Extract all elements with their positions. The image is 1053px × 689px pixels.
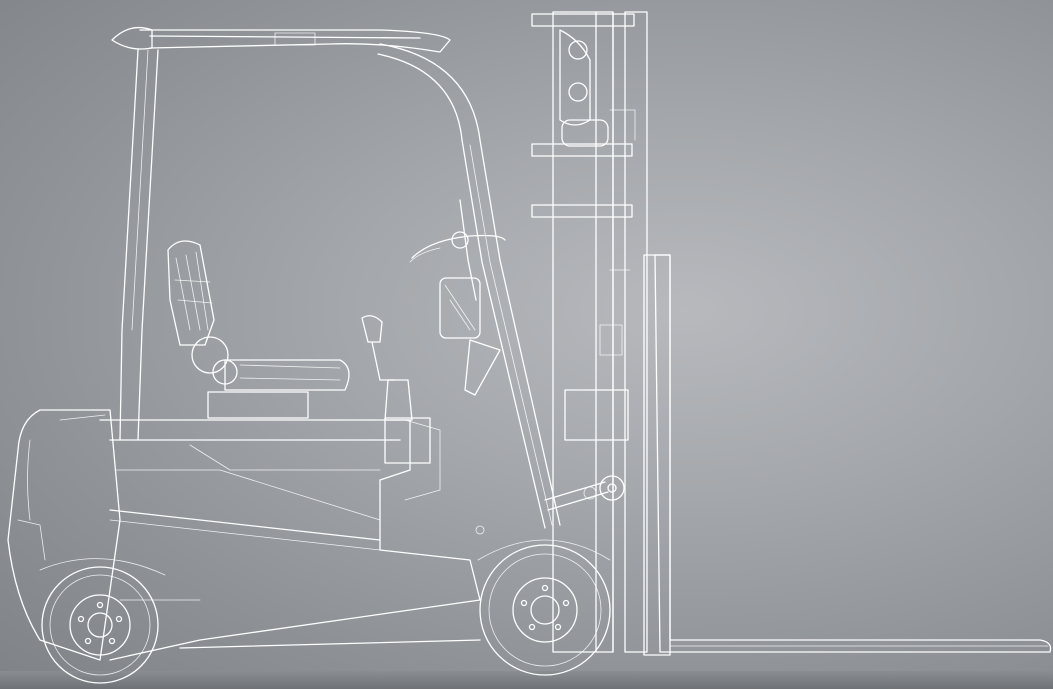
chassis xyxy=(99,419,485,661)
counterweight xyxy=(7,409,121,661)
front-wheel xyxy=(477,539,611,676)
control-levers xyxy=(361,315,431,464)
rear-wheel xyxy=(39,558,166,684)
steering xyxy=(409,199,506,396)
tilt-cylinder xyxy=(544,475,625,511)
operator-seat xyxy=(167,240,350,419)
floor-shadow xyxy=(0,671,1053,689)
overhead-guard xyxy=(111,26,561,529)
forks xyxy=(654,254,1052,653)
mast xyxy=(531,11,671,656)
